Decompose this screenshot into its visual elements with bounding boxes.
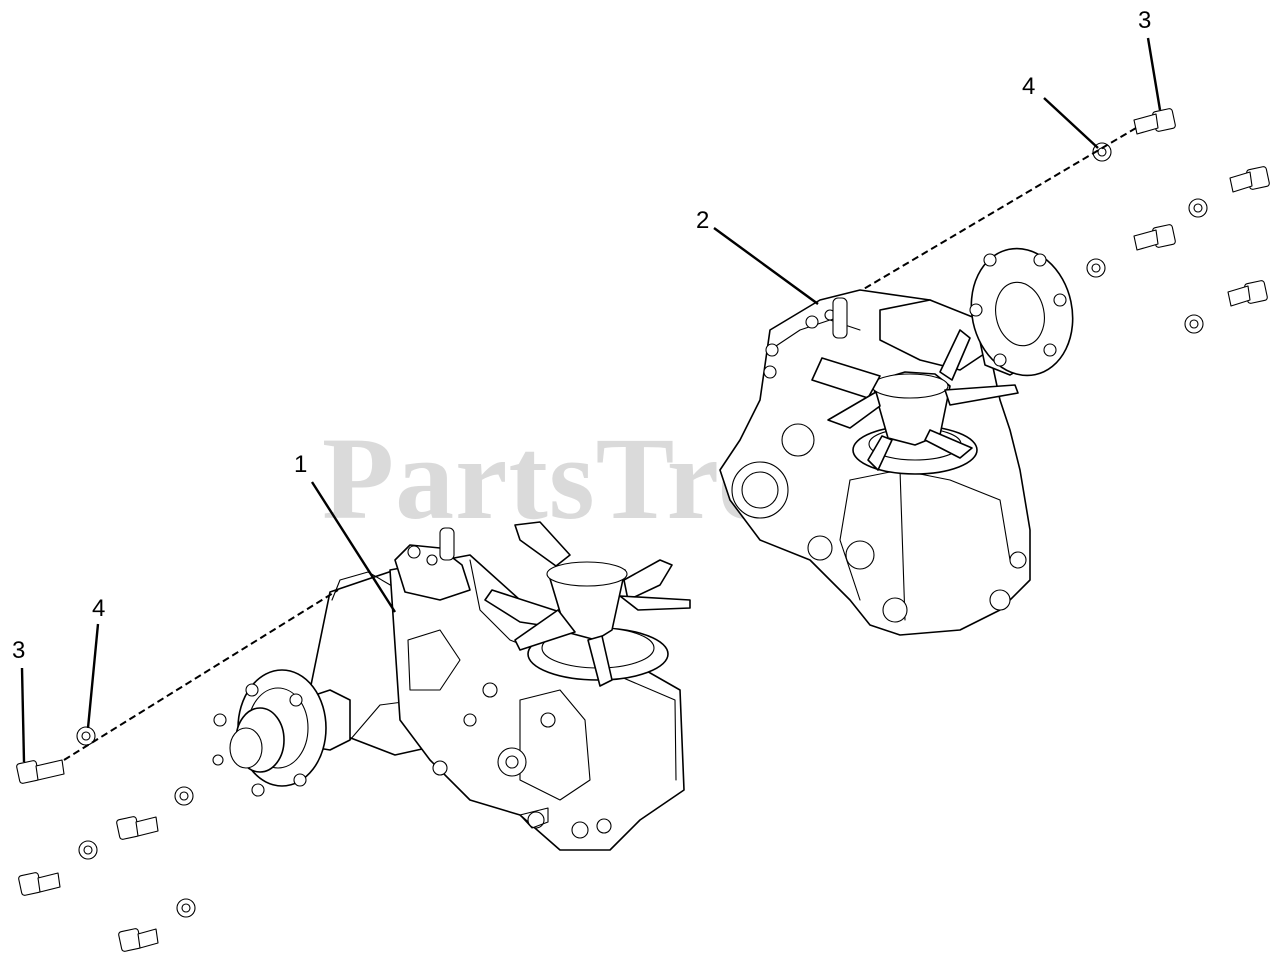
bolt-3-left (16, 759, 65, 784)
transaxle-left (212, 521, 691, 851)
assembly-line-right (861, 127, 1137, 291)
bolt-3-right (1133, 108, 1176, 135)
fasteners-left (16, 726, 196, 952)
bolt-left-c (118, 928, 159, 952)
bolt-right-a (1229, 166, 1270, 193)
transaxle-right (719, 247, 1074, 636)
washer-4-left (76, 726, 96, 746)
callout-4-left: 4 (92, 595, 105, 622)
bolt-right-c (1227, 280, 1268, 307)
leader-line-2 (713, 227, 819, 305)
callout-1-left: 1 (294, 451, 307, 478)
callout-2-right: 2 (696, 207, 709, 234)
bolt-left-a (116, 816, 159, 840)
assembly-line-left (63, 589, 339, 761)
leader-line-4-left (86, 623, 100, 729)
leader-line-3-right (1146, 37, 1162, 111)
callout-3-left: 3 (12, 637, 25, 664)
callout-3-right: 3 (1138, 7, 1151, 34)
callout-4-right: 4 (1022, 73, 1035, 100)
leader-line-3-left (20, 667, 26, 763)
bolt-left-b (18, 872, 61, 896)
leader-line-4-right (1043, 97, 1099, 149)
bolt-right-b (1133, 224, 1176, 251)
leader-line-1 (310, 481, 397, 613)
